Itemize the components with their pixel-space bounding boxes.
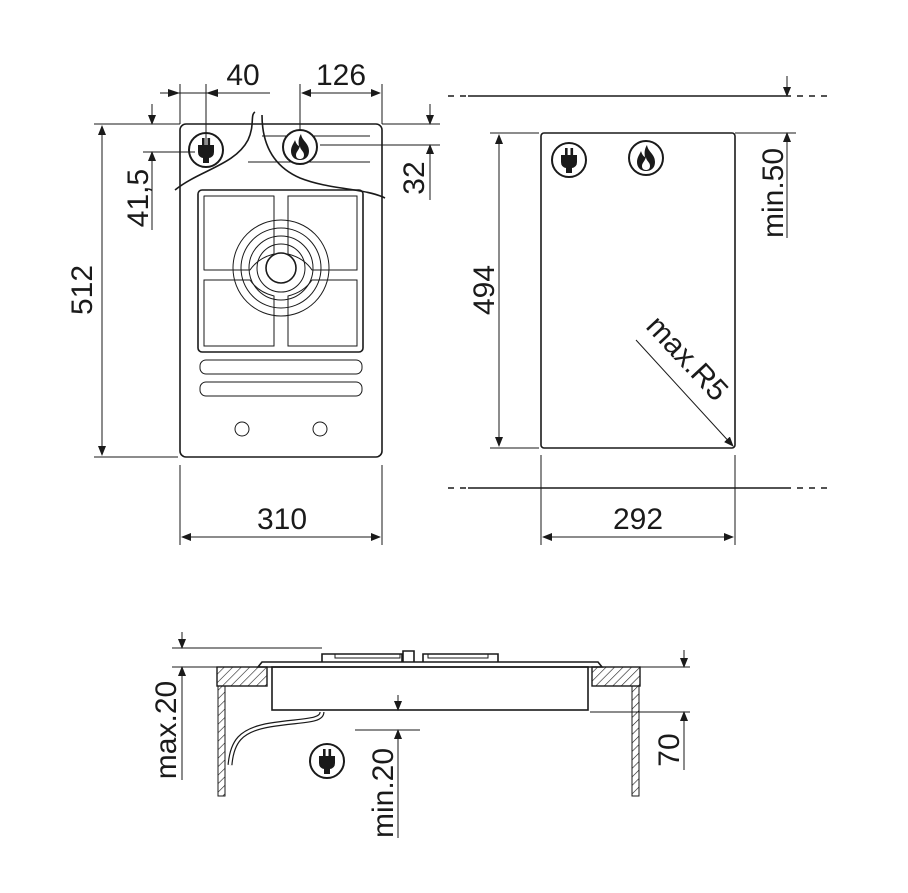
dim-cutout-height-494: 494 (468, 265, 501, 315)
hob-top-view: 310 512 40 126 41,5 32 (66, 59, 440, 545)
gas-flame-icon (628, 140, 664, 176)
countertop-right (591, 666, 641, 687)
gas-flame-icon (282, 129, 318, 165)
cutout-view: min.50 494 292 max.R5 (448, 76, 832, 545)
dim-plug-height-41-5: 41,5 (122, 169, 155, 227)
hob-body (271, 666, 589, 711)
dim-width-310: 310 (257, 503, 307, 536)
side-view: max.20 70 min.20 (150, 632, 690, 838)
dim-wall-clearance-min50: min.50 (757, 148, 790, 238)
dim-corner-radius-r5: max.R5 (640, 309, 735, 407)
control-knob (312, 421, 328, 437)
dim-clearance-min20: min.20 (367, 748, 400, 838)
hob-outline (179, 123, 383, 458)
countertop-left (216, 666, 268, 687)
dim-cutout-width-292: 292 (613, 503, 663, 536)
dim-gas-offset-126: 126 (316, 59, 366, 92)
dim-depth-70: 70 (653, 733, 686, 766)
dim-countertop-max20: max.20 (150, 681, 183, 779)
dim-gas-height-32: 32 (398, 161, 431, 194)
plug-icon (551, 142, 587, 178)
dim-height-512: 512 (66, 265, 99, 315)
cutout-outline (540, 132, 736, 449)
dim-plug-offset-40: 40 (226, 59, 259, 92)
plug-icon (309, 743, 345, 779)
burner-grate (197, 189, 364, 353)
control-knob (234, 421, 250, 437)
